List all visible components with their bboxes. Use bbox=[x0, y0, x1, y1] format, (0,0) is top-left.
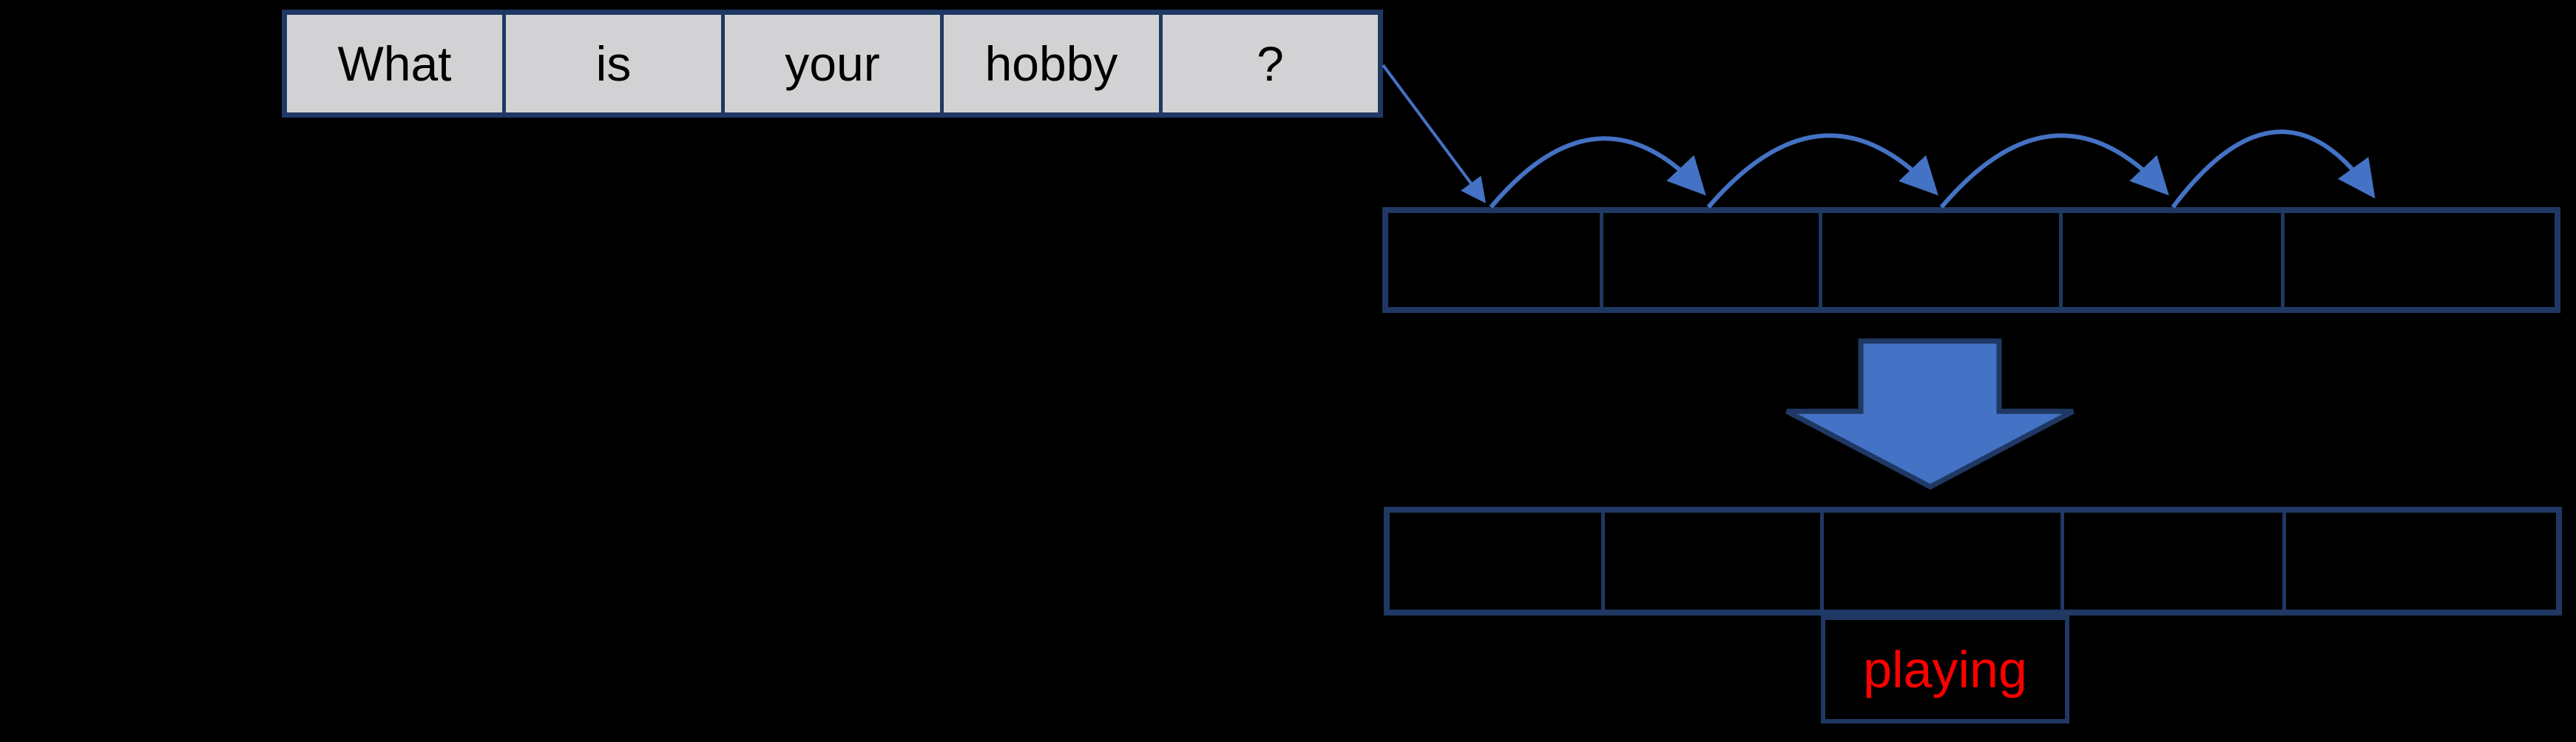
input-arrow-icon bbox=[1382, 64, 1487, 203]
prediction-box: playing bbox=[1821, 615, 2069, 724]
hidden-cell-top-4 bbox=[2059, 213, 2281, 307]
hop-arc-2-icon bbox=[1706, 133, 1938, 209]
word-cell-1: What bbox=[337, 36, 452, 91]
big-down-arrow-icon bbox=[1785, 338, 2075, 490]
hidden-cell-top-3 bbox=[1818, 213, 2060, 307]
prediction-label: playing bbox=[1863, 641, 2027, 698]
input-sentence-row: What is your hobby ? bbox=[282, 10, 1383, 118]
hidden-cell-top-2 bbox=[1600, 213, 1818, 307]
hidden-cell-top-1 bbox=[1388, 213, 1600, 307]
hidden-cell-bottom-3 bbox=[1819, 513, 2061, 610]
word-cell-2: is bbox=[502, 15, 721, 112]
word-cell-3: your bbox=[721, 15, 940, 112]
hidden-cell-bottom-1 bbox=[1390, 513, 1601, 610]
word-cell-4: hobby bbox=[940, 15, 1159, 112]
hop-arc-4-icon bbox=[2171, 129, 2376, 209]
hop-arc-1-icon bbox=[1489, 136, 1706, 209]
hidden-cell-bottom-5 bbox=[2282, 513, 2556, 610]
hidden-cell-top-5 bbox=[2281, 213, 2555, 307]
word-cell-5: ? bbox=[1159, 15, 1378, 112]
hidden-state-row-bottom bbox=[1384, 507, 2562, 615]
hidden-state-row-top bbox=[1382, 207, 2560, 313]
hidden-cell-bottom-2 bbox=[1601, 513, 1819, 610]
hidden-cell-bottom-4 bbox=[2061, 513, 2282, 610]
hop-arc-3-icon bbox=[1939, 133, 2169, 209]
